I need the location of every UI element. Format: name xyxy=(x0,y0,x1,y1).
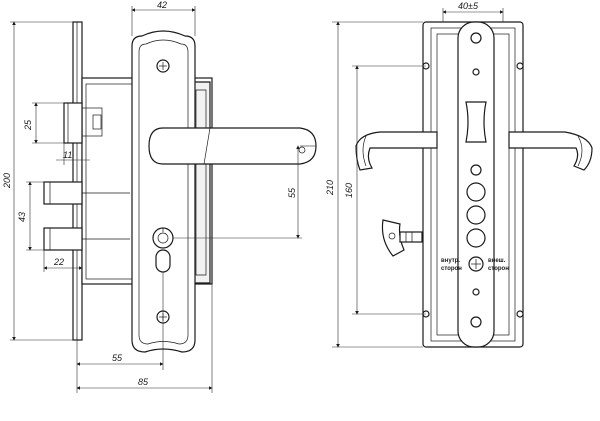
side-view: внутр. сторон внеш. сторон xyxy=(355,21,593,348)
front-view xyxy=(43,21,317,353)
label-inner-side: внутр. xyxy=(441,258,460,264)
lever-handle xyxy=(148,127,317,165)
right-lever-handle xyxy=(508,131,593,171)
dim-latch-height: 25 xyxy=(23,119,33,131)
top-screw-icon xyxy=(156,59,170,73)
lock-faceplate xyxy=(72,21,83,341)
dim-side-total-height: 210 xyxy=(325,180,335,196)
bolt-hole-3 xyxy=(466,228,486,248)
dim-overall-height: 200 xyxy=(2,173,12,189)
label-inner-side-2: сторон xyxy=(441,266,462,272)
escutcheon-plate xyxy=(131,30,196,353)
dim-bolt-span: 43 xyxy=(17,212,27,222)
dim-plate-width: 42 xyxy=(157,0,167,10)
latch-window xyxy=(465,101,487,143)
dim-case-depth: 85 xyxy=(138,377,149,387)
dim-handle-to-cylinder: 55 xyxy=(287,187,297,198)
dim-bolt-offset: 22 xyxy=(53,257,64,267)
dim-door-thickness: 40±5 xyxy=(458,1,479,11)
latch-bolt xyxy=(63,102,83,144)
dim-latch-offset: 11 xyxy=(63,150,72,160)
cylinder-screw-icon xyxy=(468,256,484,272)
dim-side-screw-span: 160 xyxy=(344,183,354,198)
label-outer-side-2: сторон xyxy=(488,266,509,272)
bolt-hole-1 xyxy=(466,182,486,202)
dim-backset: 55 xyxy=(112,353,123,363)
side-top-screw-icon xyxy=(470,32,482,44)
cylinder-icon xyxy=(152,227,174,273)
bolt-hole-2 xyxy=(466,205,486,225)
side-dimensions: 40±5 210 160 xyxy=(325,1,504,348)
label-outer-side: внеш. xyxy=(488,258,506,264)
key-icon xyxy=(381,219,423,257)
front-dimensions: 42 200 25 11 43 22 55 55 xyxy=(2,0,316,393)
side-bottom-screw-icon xyxy=(470,316,482,328)
